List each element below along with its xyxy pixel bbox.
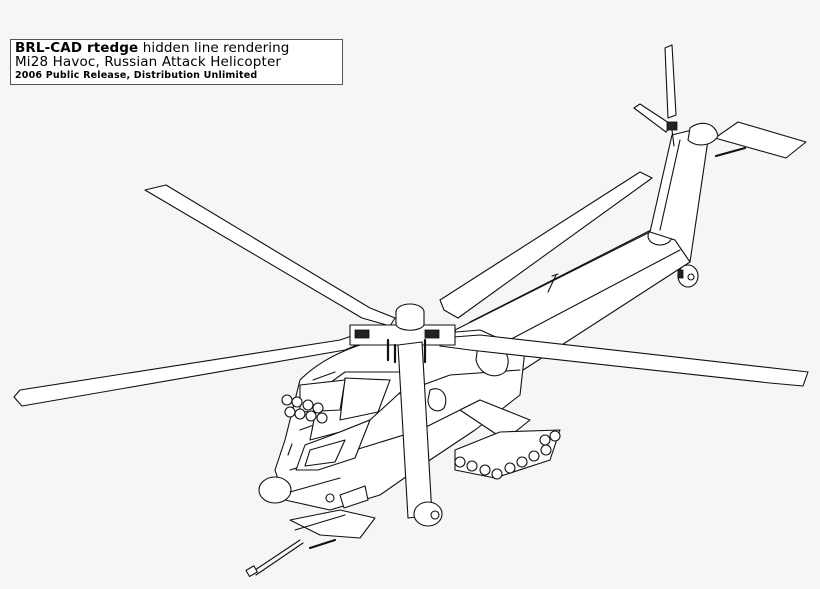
caption-box: BRL-CAD rtedge hidden line rendering Mi2… (10, 39, 343, 85)
tail-rotor (633, 44, 678, 147)
caption-line-1: BRL-CAD rtedge hidden line rendering (15, 41, 338, 55)
caption-title-bold: BRL-CAD rtedge (15, 40, 139, 56)
rocket-pod-left (281, 371, 346, 424)
main-rotor-blade-left-upper (144, 184, 396, 327)
caption-line-3: 2006 Public Release, Distribution Unlimi… (15, 70, 258, 81)
nose (258, 476, 369, 509)
main-rotor-blade-right-upper (439, 171, 653, 319)
main-wheel (413, 501, 443, 527)
rocket-pod-right (454, 399, 561, 480)
rotor-hub (349, 303, 456, 364)
caption-line-2: Mi28 Havoc, Russian Attack Helicopter (15, 54, 282, 70)
tail-wheel (677, 264, 699, 288)
caption-title-rest: hidden line rendering (138, 40, 290, 56)
main-rotor-blade-right-lower (439, 334, 809, 387)
cannon (245, 509, 376, 578)
horizontal-stabilizer (687, 121, 807, 159)
